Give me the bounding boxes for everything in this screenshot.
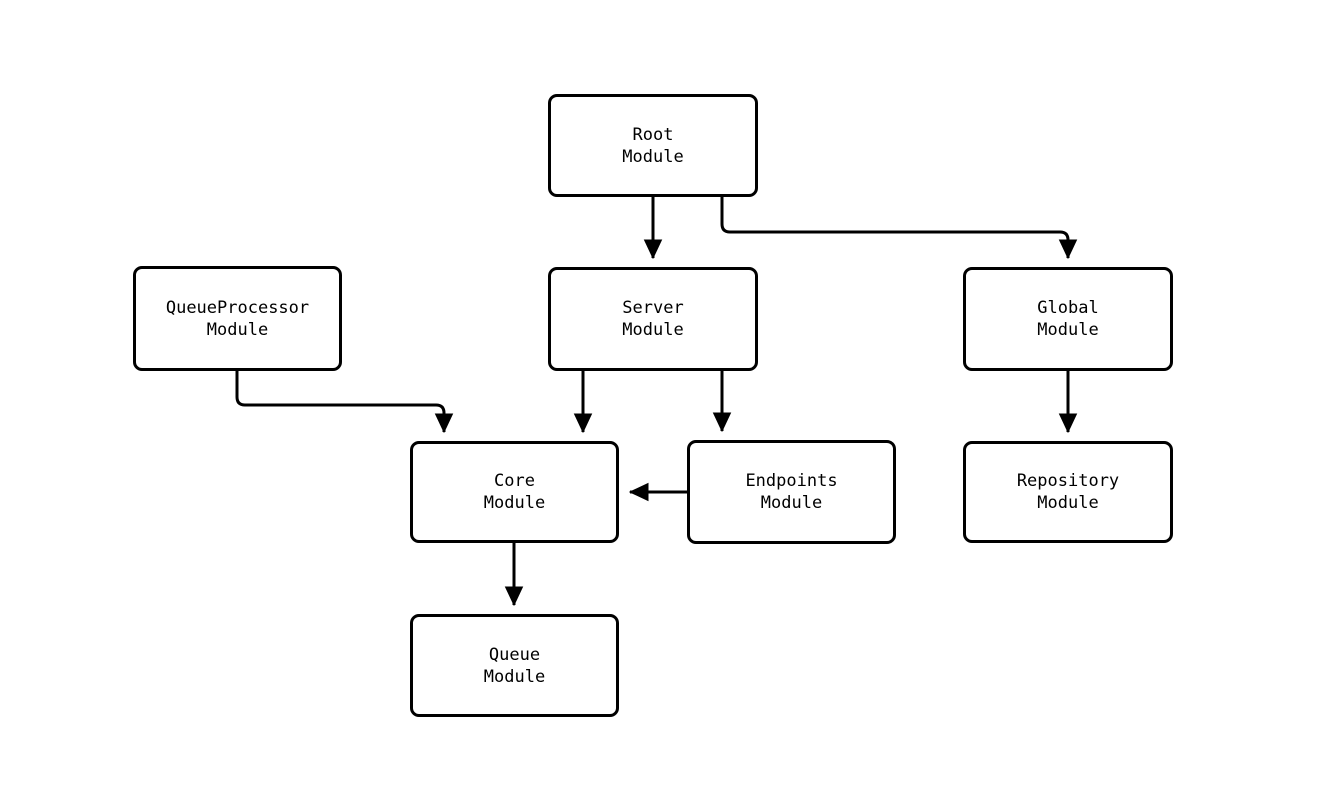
node-repository-module-line1: Repository bbox=[1016, 471, 1120, 491]
node-repository-module-line2: Module bbox=[1037, 493, 1099, 513]
node-global-module-line1: Global bbox=[1037, 298, 1099, 318]
node-core-module-line2: Module bbox=[483, 493, 546, 513]
edge-queueprocessor-to-core bbox=[235, 371, 454, 434]
node-queueprocessor-module-line2: Module bbox=[206, 319, 269, 340]
node-queue-module-line1: Queue bbox=[488, 644, 541, 665]
node-global-module[interactable]: Global Module bbox=[963, 267, 1173, 371]
node-queueprocessor-module[interactable]: QueueProcessor Module bbox=[133, 266, 342, 371]
node-server-module-line1: Server bbox=[622, 298, 684, 318]
node-server-module-line2: Module bbox=[622, 320, 684, 340]
edge-root-to-global bbox=[720, 197, 1078, 260]
node-core-module-line1: Core bbox=[494, 471, 535, 491]
node-repository-module[interactable]: Repository Module bbox=[963, 441, 1173, 543]
node-root-module[interactable]: Root Module bbox=[548, 94, 758, 197]
node-root-module-line1: Root bbox=[632, 124, 674, 145]
node-endpoints-module[interactable]: Endpoints Module bbox=[687, 440, 896, 544]
node-global-module-line2: Module bbox=[1037, 320, 1099, 340]
node-core-module[interactable]: Core Module bbox=[410, 441, 619, 543]
node-queue-module-line2: Module bbox=[483, 666, 546, 687]
node-endpoints-module-line2: Module bbox=[760, 493, 823, 513]
node-server-module[interactable]: Server Module bbox=[548, 267, 758, 371]
node-root-module-line2: Module bbox=[622, 146, 684, 167]
node-queue-module[interactable]: Queue Module bbox=[410, 614, 619, 717]
node-queueprocessor-module-line1: QueueProcessor bbox=[165, 297, 310, 318]
node-endpoints-module-line1: Endpoints bbox=[745, 471, 838, 491]
